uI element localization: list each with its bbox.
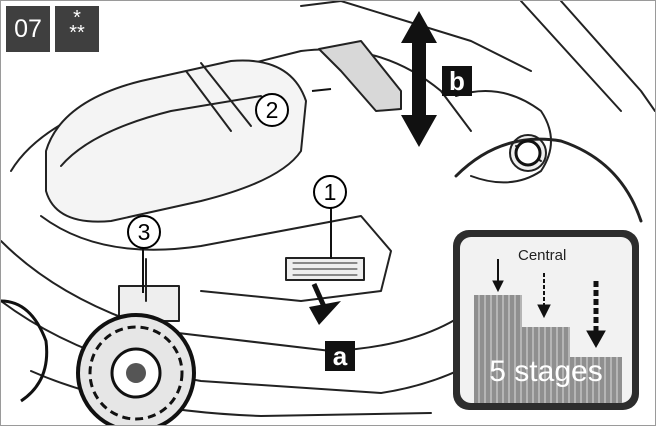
callout-3: 3 — [127, 215, 161, 249]
arrow-down-icon — [309, 282, 341, 325]
height-adjust-knob-icon — [514, 139, 542, 167]
label-b: b — [442, 66, 472, 96]
step-number-badge: 07 — [6, 6, 50, 52]
height-stages-panel: Central 5 stages — [460, 237, 632, 403]
stage-high — [474, 295, 522, 403]
difficulty-rating-bottom: ** — [69, 22, 85, 44]
stage-low — [570, 357, 622, 403]
arrow-updown-icon — [401, 11, 437, 147]
stage-mid — [522, 327, 570, 403]
difficulty-rating-badge: * ** — [55, 6, 99, 52]
height-stages-graphic — [474, 259, 622, 403]
wheel-icon — [76, 313, 196, 425]
inset-caption: 5 stages — [489, 355, 603, 388]
difficulty-rating-top: * — [73, 7, 81, 29]
callout-1: 1 — [313, 175, 347, 209]
callout-2: 2 — [255, 93, 289, 127]
inset-title: Central — [518, 247, 567, 264]
label-a: a — [325, 341, 355, 371]
height-stages-inset: Central 5 stages — [453, 230, 639, 410]
